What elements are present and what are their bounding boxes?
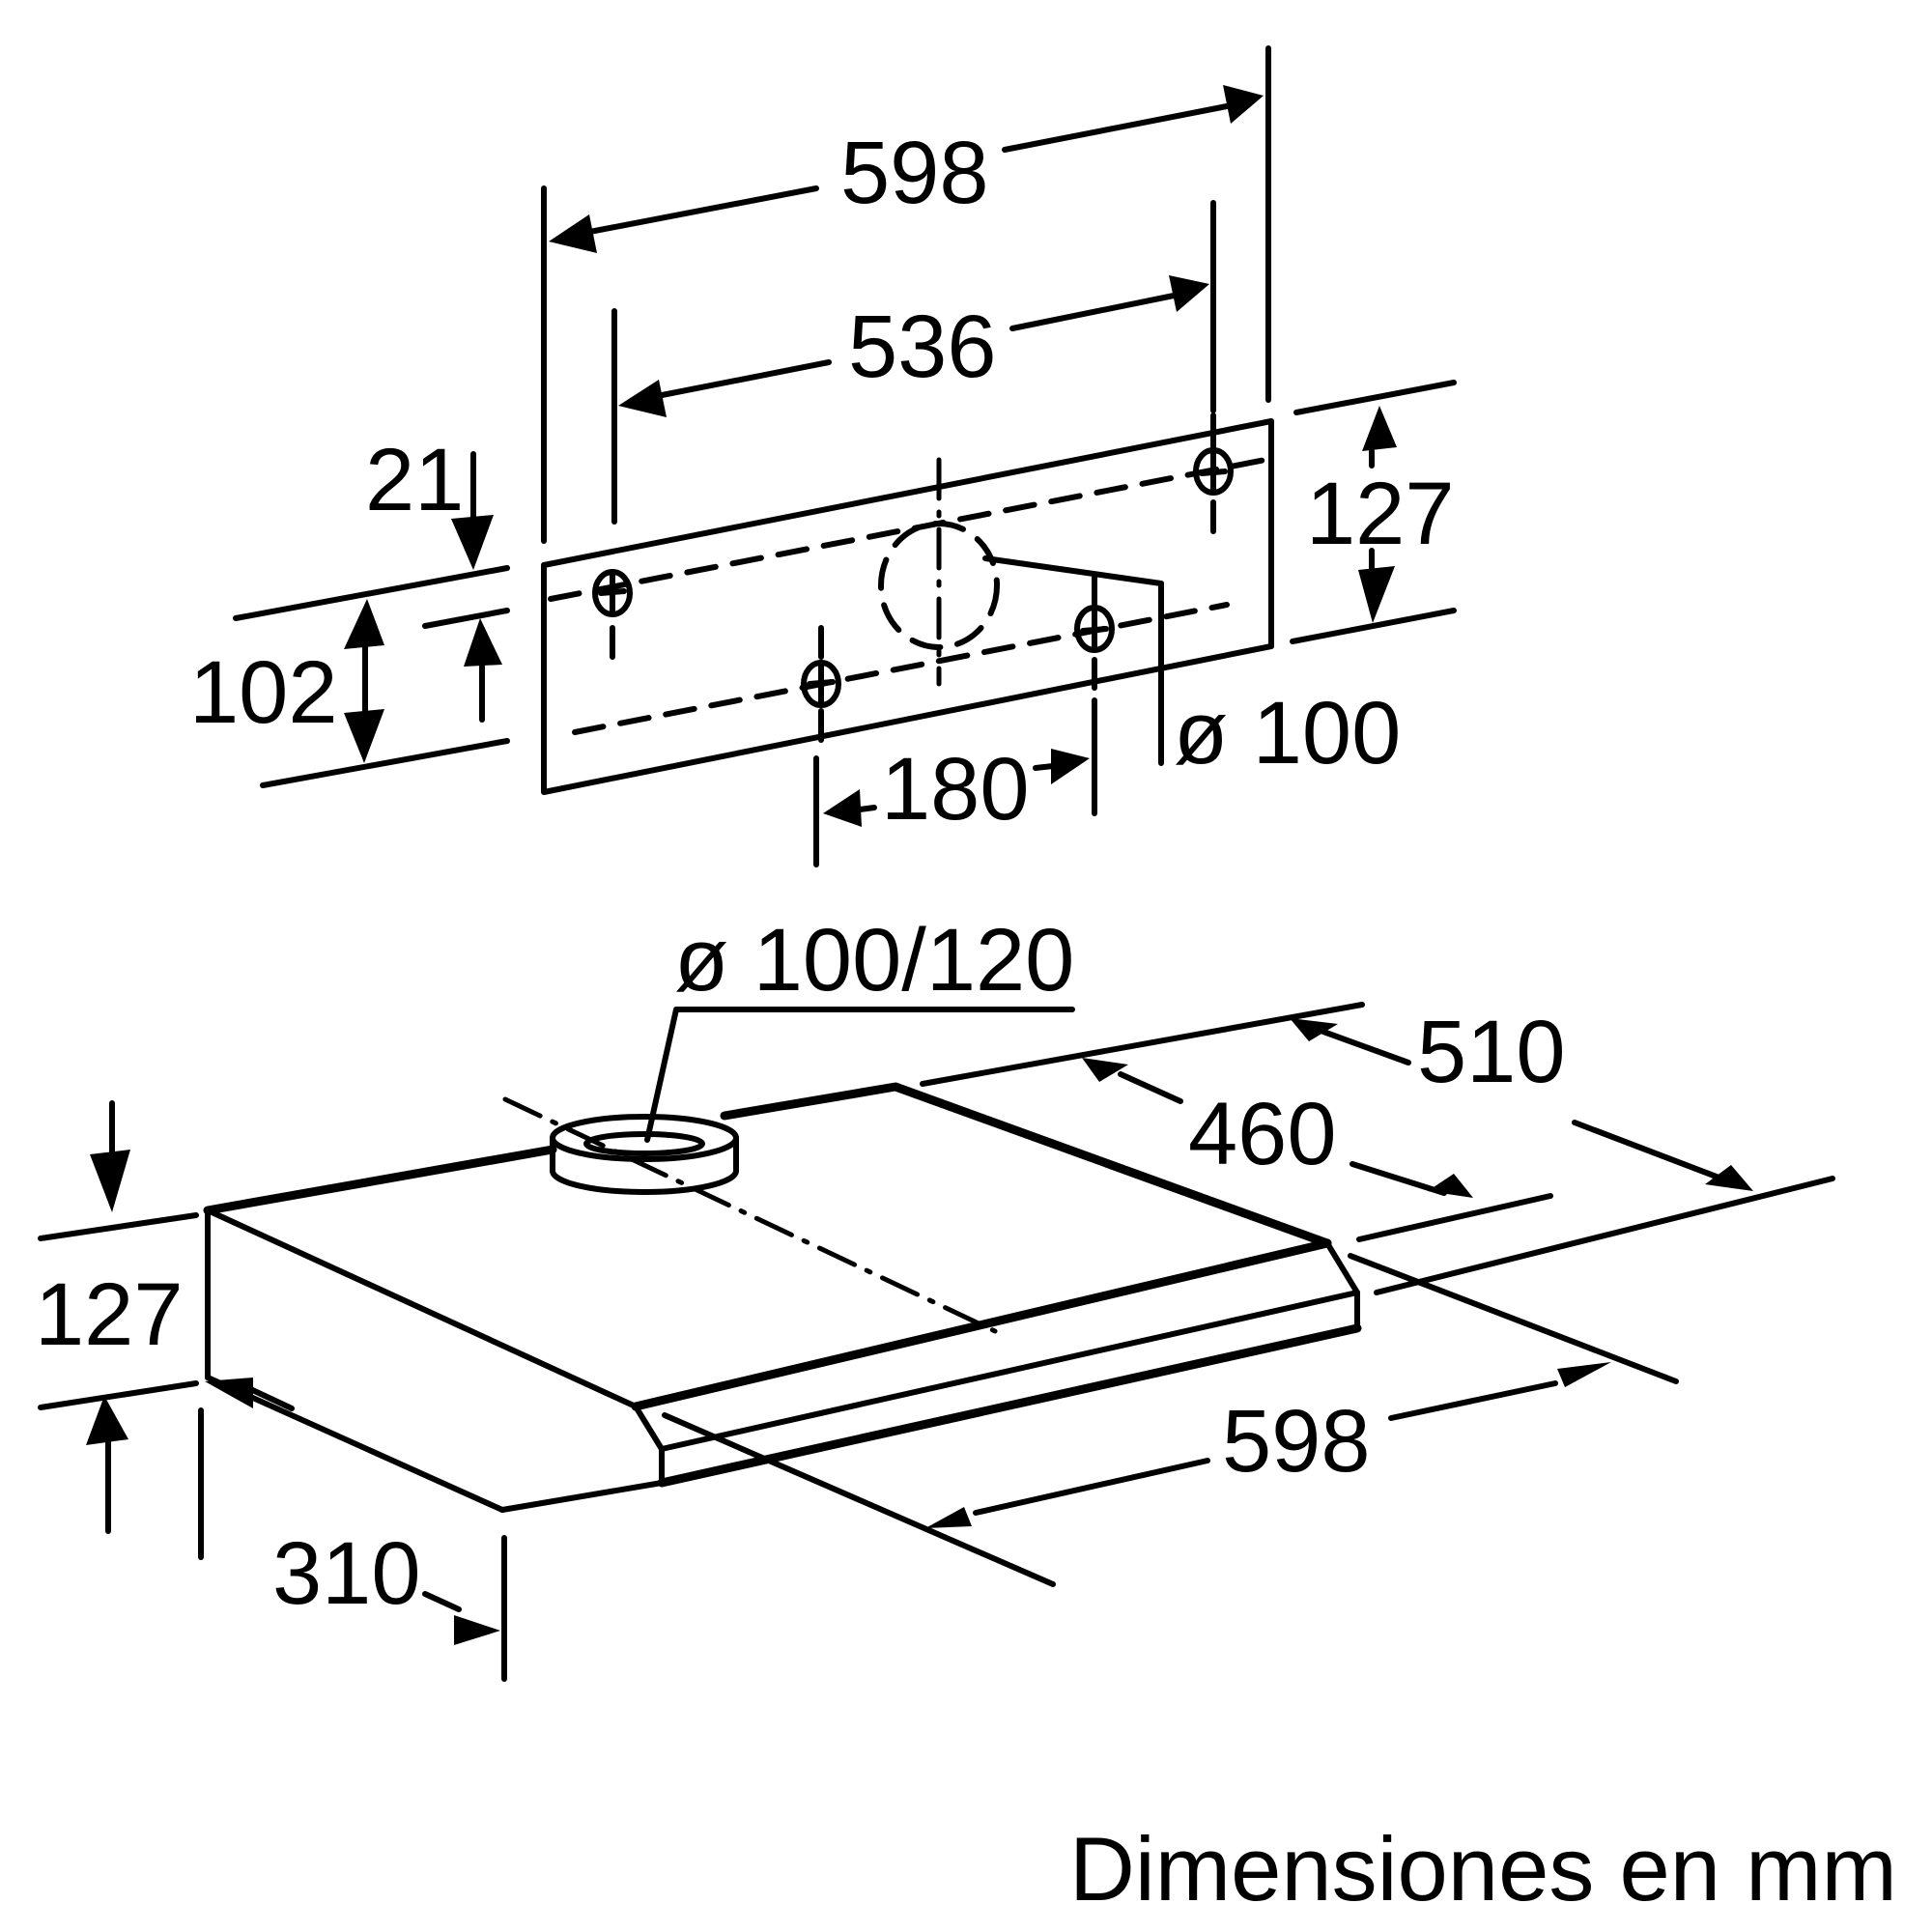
caption-units: Dimensiones en mm: [1069, 1818, 1897, 1919]
label-duct-diameter-hood: ø 100/120: [674, 911, 1074, 1009]
hood-bottom-left-edge: [205, 1375, 505, 1513]
arrow-310-left: [205, 1378, 253, 1408]
label-536: 536: [848, 298, 997, 396]
arrow-598-hood-left: [925, 1507, 972, 1528]
hood-view: ø 100/120 127 310 598 460: [35, 911, 1835, 1682]
arrow-180-left: [823, 789, 862, 827]
arrow-510-front: [1705, 1165, 1753, 1191]
ext-line-460-front: [1356, 1193, 1553, 1242]
ext-line-127-hood-lower: [38, 1380, 199, 1410]
hole-line-lower: [572, 602, 1230, 735]
duct-diameter-leader-hood: [644, 1007, 1075, 1143]
mounting-hole-left: [592, 569, 633, 660]
dim-line-598-hood-right: [1388, 1380, 1558, 1421]
ext-line-510-front: [1374, 1176, 1835, 1295]
mounting-hole-right: [1193, 412, 1234, 534]
arrow-127-down: [1358, 566, 1395, 623]
hood-top-front-edge: [205, 1208, 639, 1409]
hood-top-back-edge: [720, 1082, 1332, 1248]
label-310: 310: [272, 1524, 421, 1623]
mounting-plate-outline: [541, 418, 1274, 795]
duct-diameter-leader: [982, 555, 1164, 766]
hood-front-chamfer-left: [633, 1404, 665, 1452]
arrow-127-up: [1362, 406, 1397, 451]
label-460: 460: [1188, 1085, 1337, 1183]
ext-line-21-lower: [422, 608, 510, 629]
label-598-hood: 598: [1222, 1392, 1371, 1491]
ext-line-598-hood-right: [1348, 1253, 1679, 1384]
mounting-plate-view: 598 536 21 102 127 1: [189, 45, 1457, 867]
ext-line-127-lower: [1290, 608, 1457, 644]
arrow-536-left: [618, 380, 667, 417]
arrow-460-back: [1082, 1058, 1128, 1082]
hood-top-left-edge: [203, 1145, 557, 1215]
dim-line-536-left: [644, 359, 832, 401]
arrow-127-hood-up: [86, 1396, 128, 1445]
ext-line-127-hood-upper: [38, 1212, 199, 1241]
arrow-102-down: [344, 709, 384, 763]
label-598-top: 598: [840, 124, 989, 222]
arrow-510-back: [1290, 1018, 1338, 1041]
mounting-hole-lower-right: [1074, 575, 1115, 691]
label-180: 180: [881, 740, 1030, 838]
dim-line-536-right: [1009, 293, 1177, 331]
hood-front-bottom-edge: [657, 1323, 1362, 1488]
arrow-21-up: [464, 618, 502, 667]
arrow-127-hood-down: [90, 1150, 130, 1212]
duct-outlet-circle: [878, 521, 1000, 650]
mounting-hole-lower-left: [801, 625, 841, 743]
arrow-310-right: [454, 1615, 500, 1645]
label-127-plate: 127: [1306, 465, 1455, 563]
label-127-hood: 127: [35, 1265, 184, 1364]
label-510: 510: [1417, 1003, 1566, 1101]
hood-front-panel-top: [659, 1290, 1360, 1452]
arrow-536-right: [1169, 275, 1209, 312]
arrow-21-down: [451, 515, 494, 570]
arrow-598-right: [1223, 85, 1264, 124]
label-duct-diameter-plate: ø 100: [1174, 684, 1401, 782]
dim-line-598-left: [577, 185, 819, 237]
hole-line-upper: [548, 457, 1268, 602]
arrow-598-left: [549, 214, 597, 253]
ext-line-depth-back: [920, 1002, 1365, 1087]
ext-line-127-upper: [1293, 380, 1457, 415]
ext-line-598-hood-left: [662, 1412, 1056, 1587]
duct-axis-line: [502, 1096, 998, 1334]
arrow-180-right: [1051, 749, 1090, 784]
arrow-102-up: [344, 599, 384, 649]
hood-bottom-front-edge: [499, 1480, 665, 1513]
label-21: 21: [365, 431, 464, 529]
dim-line-598-right: [1002, 103, 1230, 153]
duct-collar: [550, 1114, 739, 1195]
hood-front-chamfer-right: [1324, 1240, 1360, 1295]
dim-line-598-hood-left: [973, 1458, 1210, 1516]
arrow-460-front: [1428, 1174, 1473, 1198]
label-102: 102: [189, 643, 338, 742]
arrow-598-hood-right: [1557, 1362, 1611, 1387]
ext-line-102-lower: [260, 738, 510, 788]
ext-line-21-upper: [233, 565, 510, 621]
